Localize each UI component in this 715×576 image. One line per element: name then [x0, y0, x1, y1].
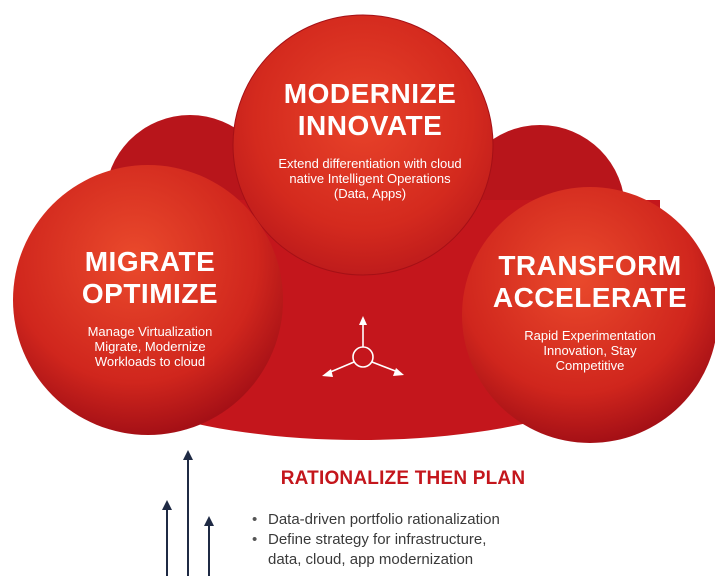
- transform-title-line1: TRANSFORM: [498, 250, 682, 281]
- migrate-desc-line1: Manage Virtualization: [87, 324, 213, 339]
- cloud-diagram: [13, 14, 715, 443]
- modernize-bubble: [232, 14, 494, 276]
- transform-desc-line1: Rapid Experimentation: [524, 328, 656, 343]
- transform-title: TRANSFORM ACCELERATE: [470, 250, 710, 314]
- transform-desc-line2: Innovation, Stay: [543, 343, 637, 358]
- rationalize-plan-title: RATIONALIZE THEN PLAN: [280, 468, 526, 489]
- transform-accelerate-section: TRANSFORM ACCELERATE Rapid Experimentati…: [470, 250, 710, 373]
- bullet-continuation-text: data, cloud, app modernization: [268, 551, 474, 568]
- migrate-desc-line3: Workloads to cloud: [94, 354, 206, 369]
- modernize-desc-line3: (Data, Apps): [333, 186, 407, 201]
- modernize-description: Extend differentiation with cloud native…: [240, 156, 500, 201]
- migrate-desc-line2: Migrate, Modernize: [94, 339, 206, 354]
- transform-title-line2: ACCELERATE: [492, 282, 688, 313]
- migrate-bubble: [13, 165, 283, 435]
- modernize-title-line2: INNOVATE: [297, 110, 443, 141]
- migrate-title-line1: MIGRATE: [84, 246, 216, 277]
- modernize-title: MODERNIZE INNOVATE: [240, 78, 500, 142]
- plan-bullet-list: Data-driven portfolio rationalization De…: [252, 510, 500, 570]
- modernize-innovate-section: MODERNIZE INNOVATE Extend differentiatio…: [240, 78, 500, 201]
- three-way-arrows-hub-icon: [322, 316, 404, 377]
- modernize-title-line1: MODERNIZE: [283, 78, 457, 109]
- migrate-description: Manage Virtualization Migrate, Modernize…: [50, 324, 250, 369]
- migrate-title: MIGRATE OPTIMIZE: [50, 246, 250, 310]
- transform-bubble: [462, 187, 715, 443]
- transform-description: Rapid Experimentation Innovation, Stay C…: [470, 328, 710, 373]
- upward-arrows-icon: [162, 450, 214, 576]
- list-item: Data-driven portfolio rationalization: [252, 510, 500, 530]
- modernize-desc-line2: native Intelligent Operations: [289, 171, 451, 186]
- transform-desc-line3: Competitive: [555, 358, 625, 373]
- list-item: Define strategy for infrastructure,: [252, 530, 500, 550]
- migrate-title-line2: OPTIMIZE: [81, 278, 219, 309]
- modernize-desc-line1: Extend differentiation with cloud: [278, 156, 462, 171]
- migrate-optimize-section: MIGRATE OPTIMIZE Manage Virtualization M…: [50, 246, 250, 369]
- list-item-continuation: data, cloud, app modernization: [252, 550, 500, 570]
